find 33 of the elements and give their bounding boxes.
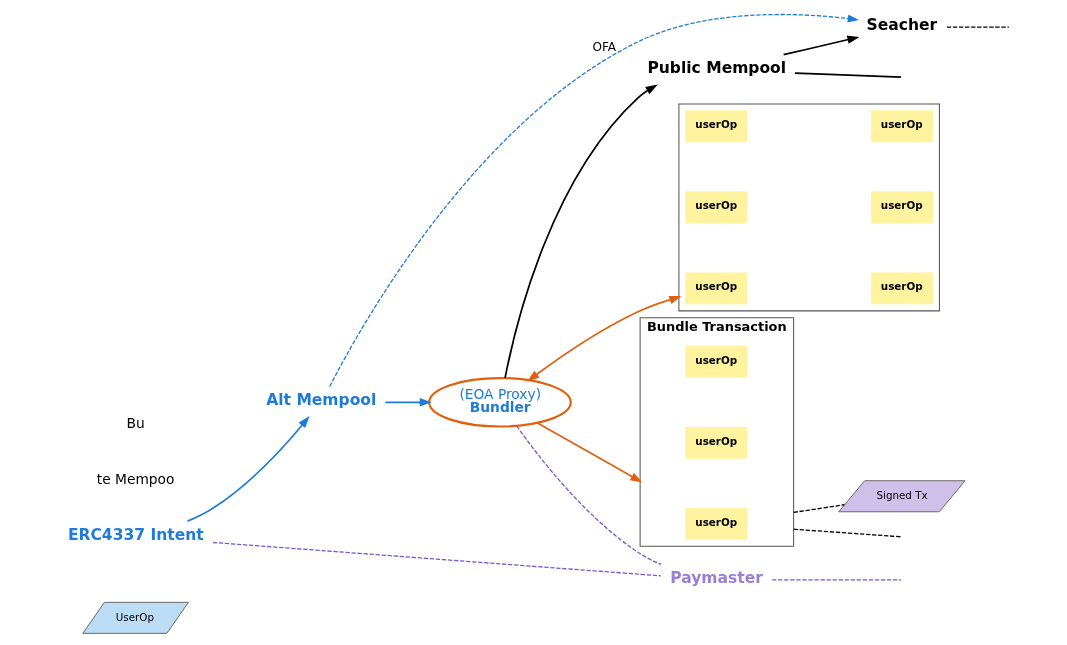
node-text: Paymaster <box>669 568 763 587</box>
connector <box>793 72 902 79</box>
node-box: userOp <box>684 507 747 540</box>
node-box: userOp <box>870 110 933 143</box>
arrow <box>328 13 859 388</box>
node-box: userOp <box>870 191 933 224</box>
node-box: userOp <box>684 426 747 459</box>
arrow <box>536 422 642 483</box>
arrow <box>526 296 681 382</box>
connector <box>771 579 902 581</box>
node-box: userOp <box>684 345 747 378</box>
node-text: Alt Mempool <box>265 391 376 410</box>
node-text: ERC4337 Intent <box>67 525 204 544</box>
arrow <box>186 416 310 522</box>
edge-label: OFA <box>592 39 616 54</box>
connector <box>792 504 845 514</box>
label: te Mempoo <box>96 471 174 488</box>
node-text: Public Mempool <box>646 59 786 78</box>
node-box: userOp <box>684 272 747 305</box>
node-box: userOp <box>684 191 747 224</box>
node-box: userOp <box>684 110 747 143</box>
arrow <box>503 84 658 379</box>
connector <box>792 528 902 538</box>
node-box: userOp <box>870 272 933 305</box>
cluster <box>677 103 940 312</box>
connector <box>515 425 662 565</box>
connector <box>945 26 1009 28</box>
node-ellipse: (EOA Proxy) Bundler <box>427 377 572 428</box>
label: Bu <box>126 414 145 431</box>
node-text: Seacher <box>866 16 937 35</box>
arrow <box>384 398 432 407</box>
arrow <box>782 35 859 56</box>
connector <box>211 541 661 577</box>
